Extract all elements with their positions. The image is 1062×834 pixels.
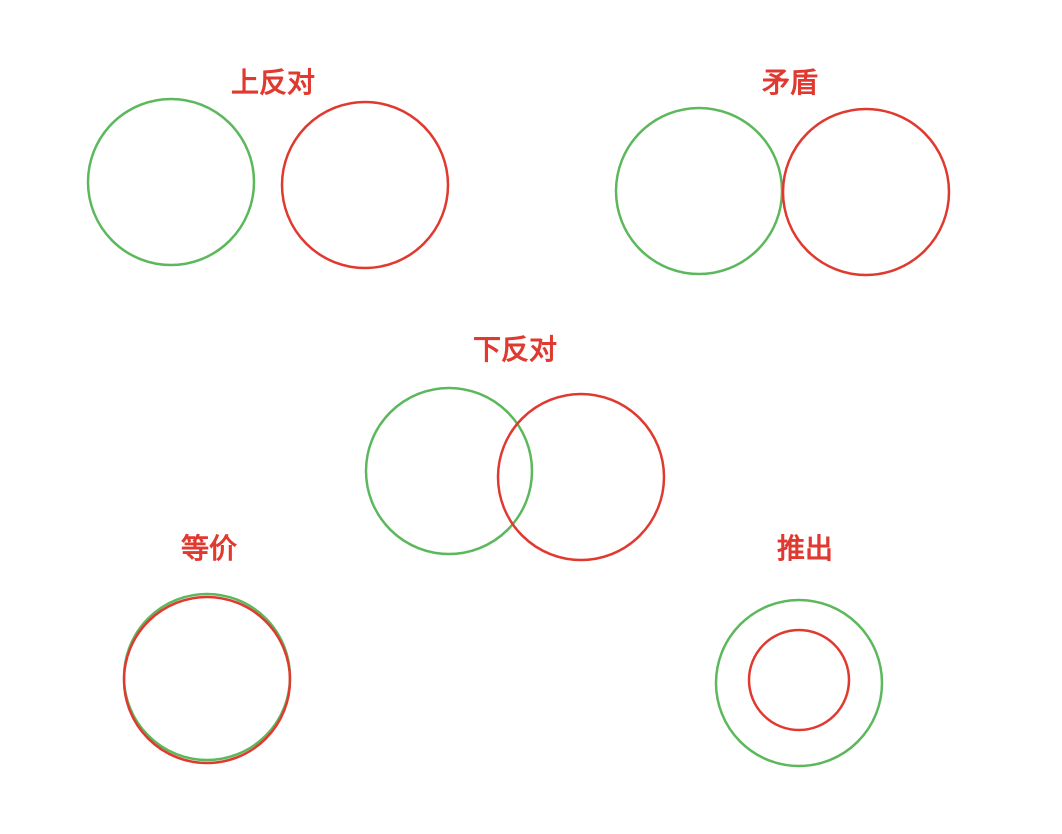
contradiction-green-circle [614,106,784,276]
subcontrary-group: 下反对 [364,333,666,562]
contrary-group: 上反对 [86,66,450,270]
contradiction-red-circle [781,107,951,277]
contrary-red-circle [280,100,450,270]
contrary-green-circle [86,97,256,267]
implication-outer-green-circle [714,598,884,768]
contrary-label: 上反对 [231,66,315,99]
implication-label: 推出 [777,532,833,565]
equivalence-label: 等价 [181,532,238,565]
implication-inner-red-circle [747,628,851,732]
contradiction-group: 矛盾 [614,66,951,277]
implication-group: 推出 [714,532,884,768]
contradiction-label: 矛盾 [762,66,818,99]
subcontrary-label: 下反对 [473,333,557,366]
subcontrary-red-circle [496,392,666,562]
equivalence-red-circle [122,595,292,765]
equivalence-group: 等价 [122,532,292,765]
subcontrary-green-circle [364,386,534,556]
equivalence-green-circle [122,592,292,762]
